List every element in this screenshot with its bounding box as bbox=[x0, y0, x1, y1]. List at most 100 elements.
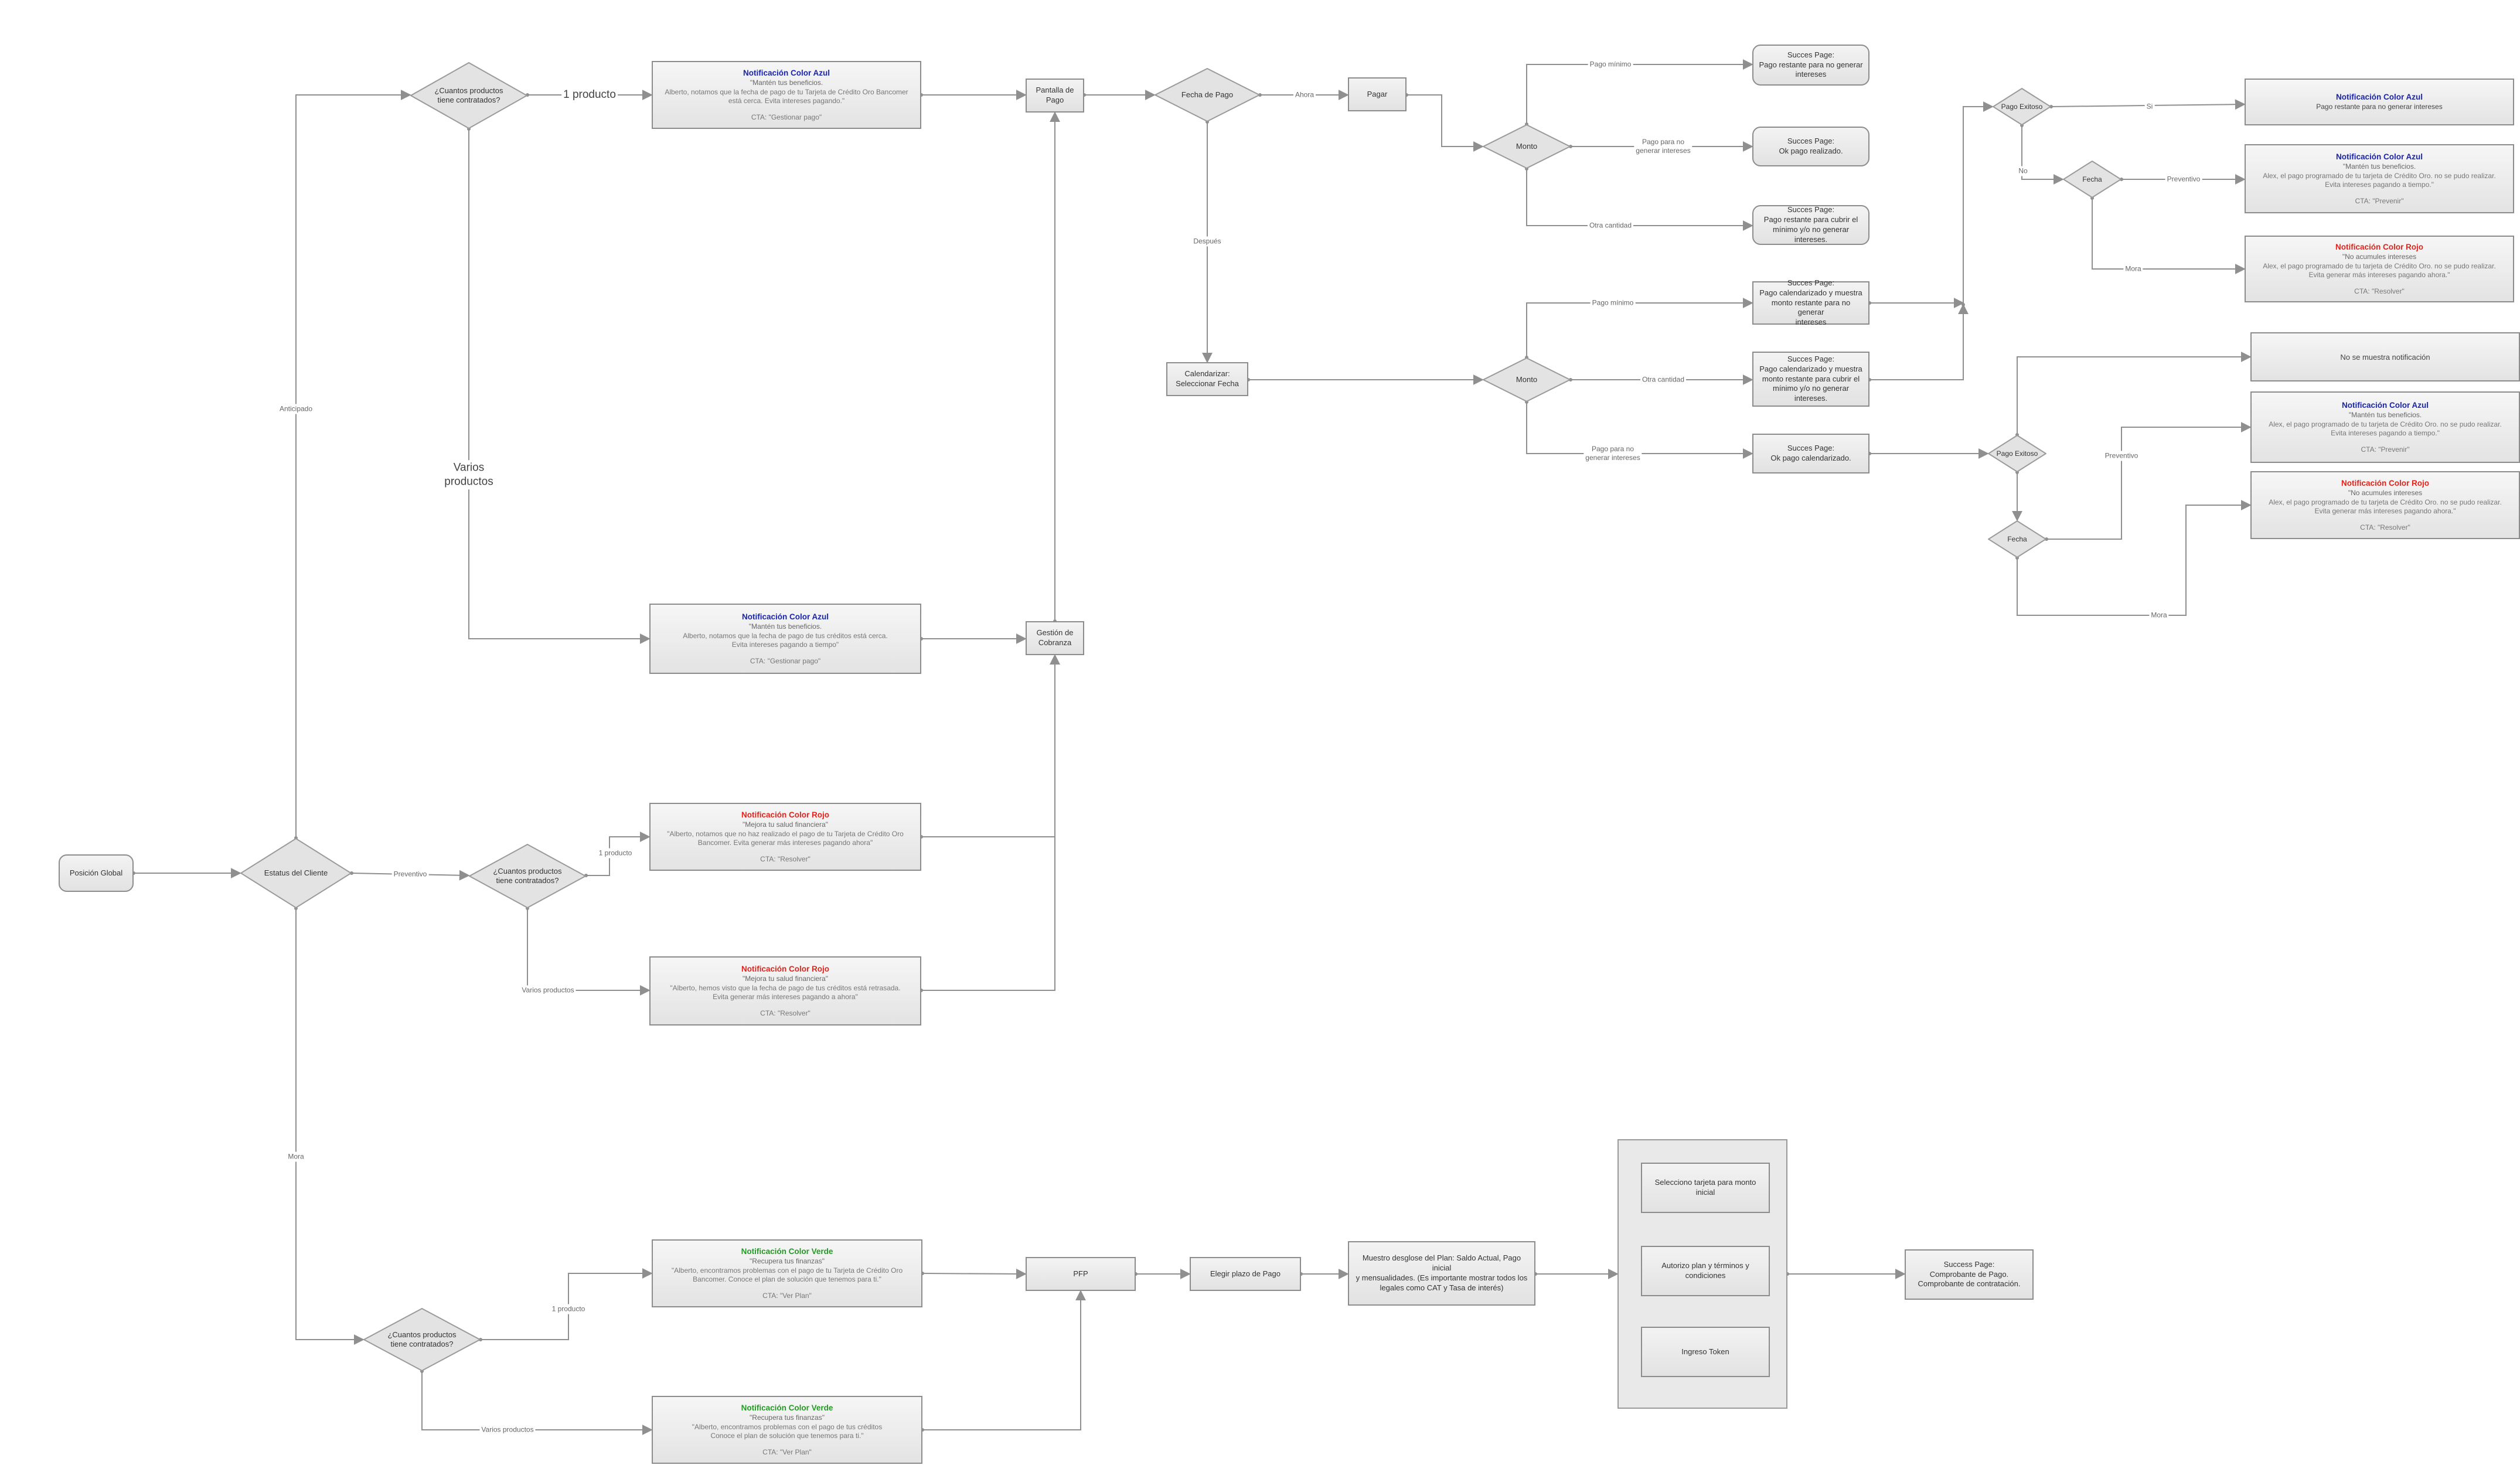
edge-label-ahora: Ahora bbox=[1293, 90, 1316, 100]
monto-decision-2: Monto bbox=[1483, 357, 1571, 402]
productos-mora-label: ¿Cuantos productos tiene contratados? bbox=[387, 1330, 457, 1348]
edge-label-1-producto-preventivo: 1 producto bbox=[597, 848, 634, 858]
notif-subtitle: "Mantén tus beneficios. bbox=[748, 622, 822, 631]
gestion-cobranza-node: Gestión de Cobranza bbox=[1026, 621, 1084, 655]
notif-title: Notificación Color Azul bbox=[742, 612, 829, 621]
edge-label-no-intereses-1: Pago para no generar intereses bbox=[1634, 137, 1693, 156]
edge-label-despues: Después bbox=[1191, 236, 1223, 247]
pago-exitoso-label-2: Pago Exitoso bbox=[1996, 449, 2038, 458]
notif-title: Notificación Color Rojo bbox=[741, 810, 829, 819]
no-notificacion-node: No se muestra notificación bbox=[2250, 332, 2520, 381]
edge-label-preventivo: Preventivo bbox=[391, 869, 429, 880]
notif-cta: CTA: "Prevenir" bbox=[2355, 196, 2404, 205]
no-notificacion-label: No se muestra notificación bbox=[2340, 352, 2430, 362]
notificacion-rojo-resolver-2: Notificación Color Rojo "No acumules int… bbox=[2250, 471, 2520, 539]
edge-label-mora-r1: Mora bbox=[2123, 264, 2143, 274]
connector-monto1-otra-cantidad bbox=[1526, 169, 1753, 231]
connector-notif-mora1-to-pfp bbox=[922, 1268, 1027, 1279]
connector-estatus-mora bbox=[295, 908, 365, 1345]
edge-label-varios-mora: Varios productos bbox=[479, 1425, 536, 1435]
notif-body: Alex, el pago programado de tu tarjeta d… bbox=[2269, 420, 2502, 438]
success-pago-minimo-1-label: Succes Page: Pago restante para no gener… bbox=[1759, 50, 1863, 79]
productos-anticipado-decision: ¿Cuantos productos tiene contratados? bbox=[410, 62, 527, 129]
fecha-decision-2: Fecha bbox=[1988, 520, 2046, 558]
edge-label-no: No bbox=[2017, 166, 2029, 176]
notif-body: Alberto, notamos que la fecha de pago de… bbox=[665, 87, 908, 105]
notif-cta: CTA: "Gestionar pago" bbox=[750, 656, 821, 665]
connector-notif-prev2-to-gestion bbox=[921, 654, 1060, 991]
diamond-shape bbox=[363, 1308, 481, 1371]
notif-title: Notificación Color Azul bbox=[743, 68, 830, 77]
notif-body: Alex, el pago programado de tu tarjeta d… bbox=[2263, 171, 2496, 189]
notif-title: Notificación Color Verde bbox=[741, 1403, 833, 1412]
diamond-shape bbox=[1988, 520, 2046, 558]
notif-body: "Alberto, notamos que no haz realizado e… bbox=[667, 829, 904, 847]
autorizo-plan-node: Autorizo plan y términos y condiciones bbox=[1641, 1246, 1770, 1296]
notif-title: Notificación Color Rojo bbox=[2335, 242, 2423, 251]
notif-cta: CTA: "Resolver" bbox=[760, 1009, 811, 1017]
notificacion-azul-anticipado-1: Notificación Color Azul "Mantén tus bene… bbox=[652, 61, 921, 129]
notificacion-rojo-preventivo-2: Notificación Color Rojo "Mejora tu salud… bbox=[649, 956, 921, 1026]
diamond-shape bbox=[1155, 68, 1260, 122]
notif-cta: CTA: "Resolver" bbox=[2360, 523, 2410, 532]
edge-label-mora-r2: Mora bbox=[2149, 610, 2169, 621]
connector-preventivo-varios bbox=[527, 908, 651, 996]
notif-subtitle: "Mejora tu salud financiera" bbox=[743, 975, 828, 983]
connector-fecha1-mora bbox=[2092, 198, 2246, 274]
notif-subtitle: "Mantén tus beneficios. bbox=[750, 79, 823, 87]
selecciono-tarjeta-label: Selecciono tarjeta para monto inicial bbox=[1654, 1178, 1756, 1197]
ingreso-token-label: Ingreso Token bbox=[1681, 1347, 1729, 1356]
connector-origin-dot bbox=[479, 1338, 482, 1341]
connector-origin-dot bbox=[1258, 93, 1262, 97]
edge-label-otra-cantidad-1: Otra cantidad bbox=[1587, 220, 1634, 231]
notificacion-azul-prevenir-1: Notificación Color Azul "Mantén tus bene… bbox=[2245, 144, 2514, 213]
monto-decision-1: Monto bbox=[1483, 124, 1571, 169]
notif-cta: CTA: "Resolver" bbox=[760, 854, 811, 863]
success-comprobante-node: Success Page: Comprobante de Pago. Compr… bbox=[1905, 1249, 2034, 1300]
edge-label-1-producto-anticipado: 1 producto bbox=[561, 87, 618, 103]
edge-label-pago-minimo-2: Pago mínimo bbox=[1590, 298, 1636, 308]
notif-subtitle: "Mantén tus beneficios. bbox=[2348, 411, 2422, 420]
diamond-shape bbox=[1988, 435, 2046, 472]
pfp-label: PFP bbox=[1073, 1269, 1088, 1278]
edge-label-anticipado: Anticipado bbox=[277, 404, 315, 414]
ingreso-token-node: Ingreso Token bbox=[1641, 1327, 1770, 1377]
calendarizar-label: Calendarizar: Seleccionar Fecha bbox=[1176, 369, 1239, 388]
success-otra-cantidad-2: Succes Page: Pago calendarizado y muestr… bbox=[1752, 352, 1869, 407]
posicion-global-node: Posición Global bbox=[59, 854, 134, 892]
muestro-desglose-label: Muestro desglose del Plan: Saldo Actual,… bbox=[1356, 1253, 1528, 1292]
success-otra-cantidad-2-label: Succes Page: Pago calendarizado y muestr… bbox=[1759, 354, 1862, 403]
edge-label-no-intereses-2: Pago para no generar intereses bbox=[1583, 444, 1642, 463]
notif-subtitle: "Recupera tus finanzas" bbox=[750, 1257, 825, 1266]
productos-mora-decision: ¿Cuantos productos tiene contratados? bbox=[363, 1308, 481, 1371]
selecciono-tarjeta-node: Selecciono tarjeta para monto inicial bbox=[1641, 1163, 1770, 1213]
notif-cta: CTA: "Gestionar pago" bbox=[751, 113, 822, 121]
pfp-node: PFP bbox=[1026, 1257, 1136, 1291]
success-ok-pago-1: Succes Page: Ok pago realizado. bbox=[1752, 127, 1869, 166]
diamond-shape bbox=[469, 844, 586, 908]
diamond-shape bbox=[240, 838, 352, 908]
pantalla-pago-node: Pantalla de Pago bbox=[1026, 79, 1084, 113]
fecha-pago-label: Fecha de Pago bbox=[1181, 90, 1234, 99]
connector-origin-dot bbox=[1961, 303, 1965, 306]
monto-label-1: Monto bbox=[1516, 141, 1538, 151]
notif-title: Notificación Color Azul bbox=[2336, 92, 2423, 101]
fecha-label-2: Fecha bbox=[2007, 534, 2027, 543]
notif-body: Pago restante para no generar intereses bbox=[2316, 103, 2443, 111]
notificacion-verde-mora-1: Notificación Color Verde "Recupera tus f… bbox=[652, 1239, 922, 1307]
connector-origin-dot bbox=[350, 871, 353, 875]
posicion-global-label: Posición Global bbox=[69, 868, 123, 877]
notif-subtitle: "No acumules intereses bbox=[2342, 253, 2417, 261]
connector-estatus-anticipado bbox=[295, 90, 411, 838]
connector-anticipado-varios bbox=[468, 129, 651, 644]
edge-label-1-producto-mora: 1 producto bbox=[550, 1304, 587, 1314]
diamond-shape bbox=[2063, 161, 2121, 198]
notificacion-rojo-preventivo-1: Notificación Color Rojo "Mejora tu salud… bbox=[649, 803, 921, 871]
pago-exitoso-decision-1: Pago Exitoso bbox=[1993, 88, 2051, 125]
connector-monto2-pago-minimo bbox=[1526, 298, 1753, 357]
notif-cta: CTA: "Prevenir" bbox=[2361, 445, 2410, 454]
notif-title: Notificación Color Rojo bbox=[741, 964, 829, 973]
productos-preventivo-label: ¿Cuantos productos tiene contratados? bbox=[493, 866, 562, 885]
notificacion-azul-pago-restante: Notificación Color Azul Pago restante pa… bbox=[2245, 79, 2514, 125]
notif-subtitle: "Recupera tus finanzas" bbox=[750, 1413, 825, 1422]
